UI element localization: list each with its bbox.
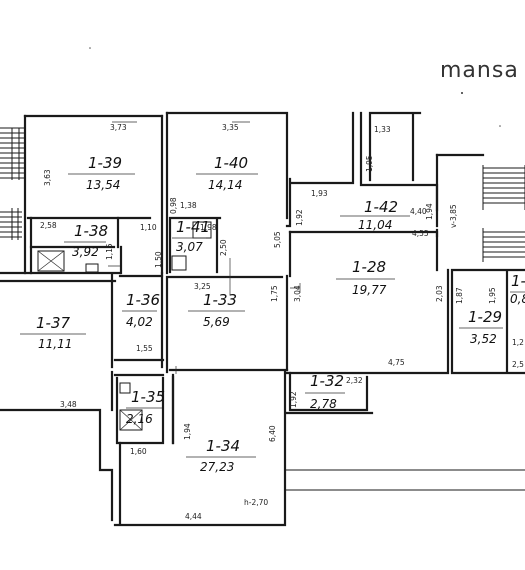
room-area: 11,04	[358, 218, 392, 232]
dimension-label: 2,03	[435, 285, 444, 302]
bath-fixture	[119, 382, 143, 431]
room-number: 1-36	[126, 291, 160, 309]
dimension-label: 1,94	[183, 423, 192, 440]
dimension-label: 1,98	[200, 223, 217, 232]
header-dot	[461, 92, 463, 94]
room-area: 2,78	[310, 397, 337, 411]
room-number: 1-42	[364, 198, 398, 216]
dimension-label: 4,75	[388, 358, 405, 367]
dimension-label: 6,40	[268, 425, 277, 442]
room-number: 1-40	[214, 154, 248, 172]
room-area: 3,92	[72, 245, 99, 259]
room-number: 1-37	[36, 314, 70, 332]
dimension-label: 1,2	[512, 338, 524, 347]
room-number: 1-34	[206, 437, 240, 455]
dimension-label: 1,95	[365, 155, 374, 172]
dimension-label: 3,73	[110, 123, 127, 132]
room-area: 3,07	[176, 240, 203, 254]
room-number: 1-32	[310, 372, 344, 390]
dimension-label: 2,32	[346, 376, 363, 385]
room-number: 1-28	[352, 258, 386, 276]
room-number: 1-35	[131, 388, 165, 406]
room-number: 1-29	[468, 308, 502, 326]
dimension-label: 1,15	[105, 243, 114, 260]
room-area: 3,52	[470, 332, 497, 346]
room-number: 1-38	[74, 222, 108, 240]
dimension-labels: 3,73 3,35 1,33 3,63 1,95 1,93 1,92 1,94 …	[40, 123, 524, 521]
dimension-label: 3,63	[43, 169, 52, 186]
dimension-label: 4,40	[410, 207, 427, 216]
dimension-label: 1,92	[295, 209, 304, 226]
dimension-label: 1,38	[180, 201, 197, 210]
dimension-label: 3,25	[194, 282, 211, 291]
dimension-label: 1,92	[289, 391, 298, 408]
room-number: 1-41	[176, 218, 210, 236]
room-area: 2,16	[126, 412, 153, 426]
room-number: 1-3	[511, 272, 525, 290]
room-area: 14,14	[208, 178, 242, 192]
walls	[0, 111, 525, 527]
dimension-label: 1,87	[455, 287, 464, 304]
room-area: 0,8	[510, 292, 525, 306]
room-number: 1-39	[88, 154, 122, 172]
room-area: 5,69	[203, 315, 230, 329]
dimension-label: 3,48	[60, 400, 77, 409]
room-area: 13,54	[86, 178, 120, 192]
dimension-label: 4,44	[185, 512, 202, 521]
shower-tray	[37, 250, 65, 272]
dimension-label: 1,10	[140, 223, 157, 232]
stairs-right-mid	[482, 228, 525, 262]
room-label-group: 1-39 13,54 1-40 14,14 1-42 11,04 1-38 3,…	[20, 154, 525, 474]
dimension-label: 2,50	[219, 239, 228, 256]
dimension-label: 0,98	[169, 197, 178, 214]
dimension-label: 1,93	[311, 189, 328, 198]
header-dot	[499, 125, 501, 127]
sink-fixture	[85, 255, 187, 273]
room-area: 19,77	[352, 283, 387, 297]
dimension-label: 1,94	[425, 203, 434, 220]
dimension-label: 5,05	[273, 231, 282, 248]
dimension-label: 2,5	[512, 360, 524, 369]
dimension-label: v-3,85	[449, 204, 458, 228]
dimension-label: 3,04	[293, 285, 302, 302]
dimension-label: 3,35	[222, 123, 239, 132]
dimension-label: 2,58	[40, 221, 57, 230]
room-area: 4,02	[126, 315, 153, 329]
dimension-label: 1,75	[270, 285, 279, 302]
dimension-label: 1,55	[136, 344, 153, 353]
dimension-ticks	[108, 121, 301, 374]
stairs-left-top	[0, 127, 25, 180]
dimension-label: h-2,70	[244, 498, 268, 507]
header-text: mansa	[440, 58, 519, 83]
room-area: 27,23	[200, 460, 234, 474]
dimension-label: 1,50	[154, 251, 163, 268]
dimension-label: 1,33	[374, 125, 391, 134]
room-area: 11,11	[38, 337, 72, 351]
dimension-label: 1,60	[130, 447, 147, 456]
stairs-right-top	[482, 165, 525, 210]
dimension-label: 1,95	[488, 287, 497, 304]
stairs-left-mid	[0, 208, 22, 240]
dimension-label: 4,55	[412, 229, 429, 238]
room-number: 1-33	[203, 291, 237, 309]
header-dot	[89, 47, 91, 49]
